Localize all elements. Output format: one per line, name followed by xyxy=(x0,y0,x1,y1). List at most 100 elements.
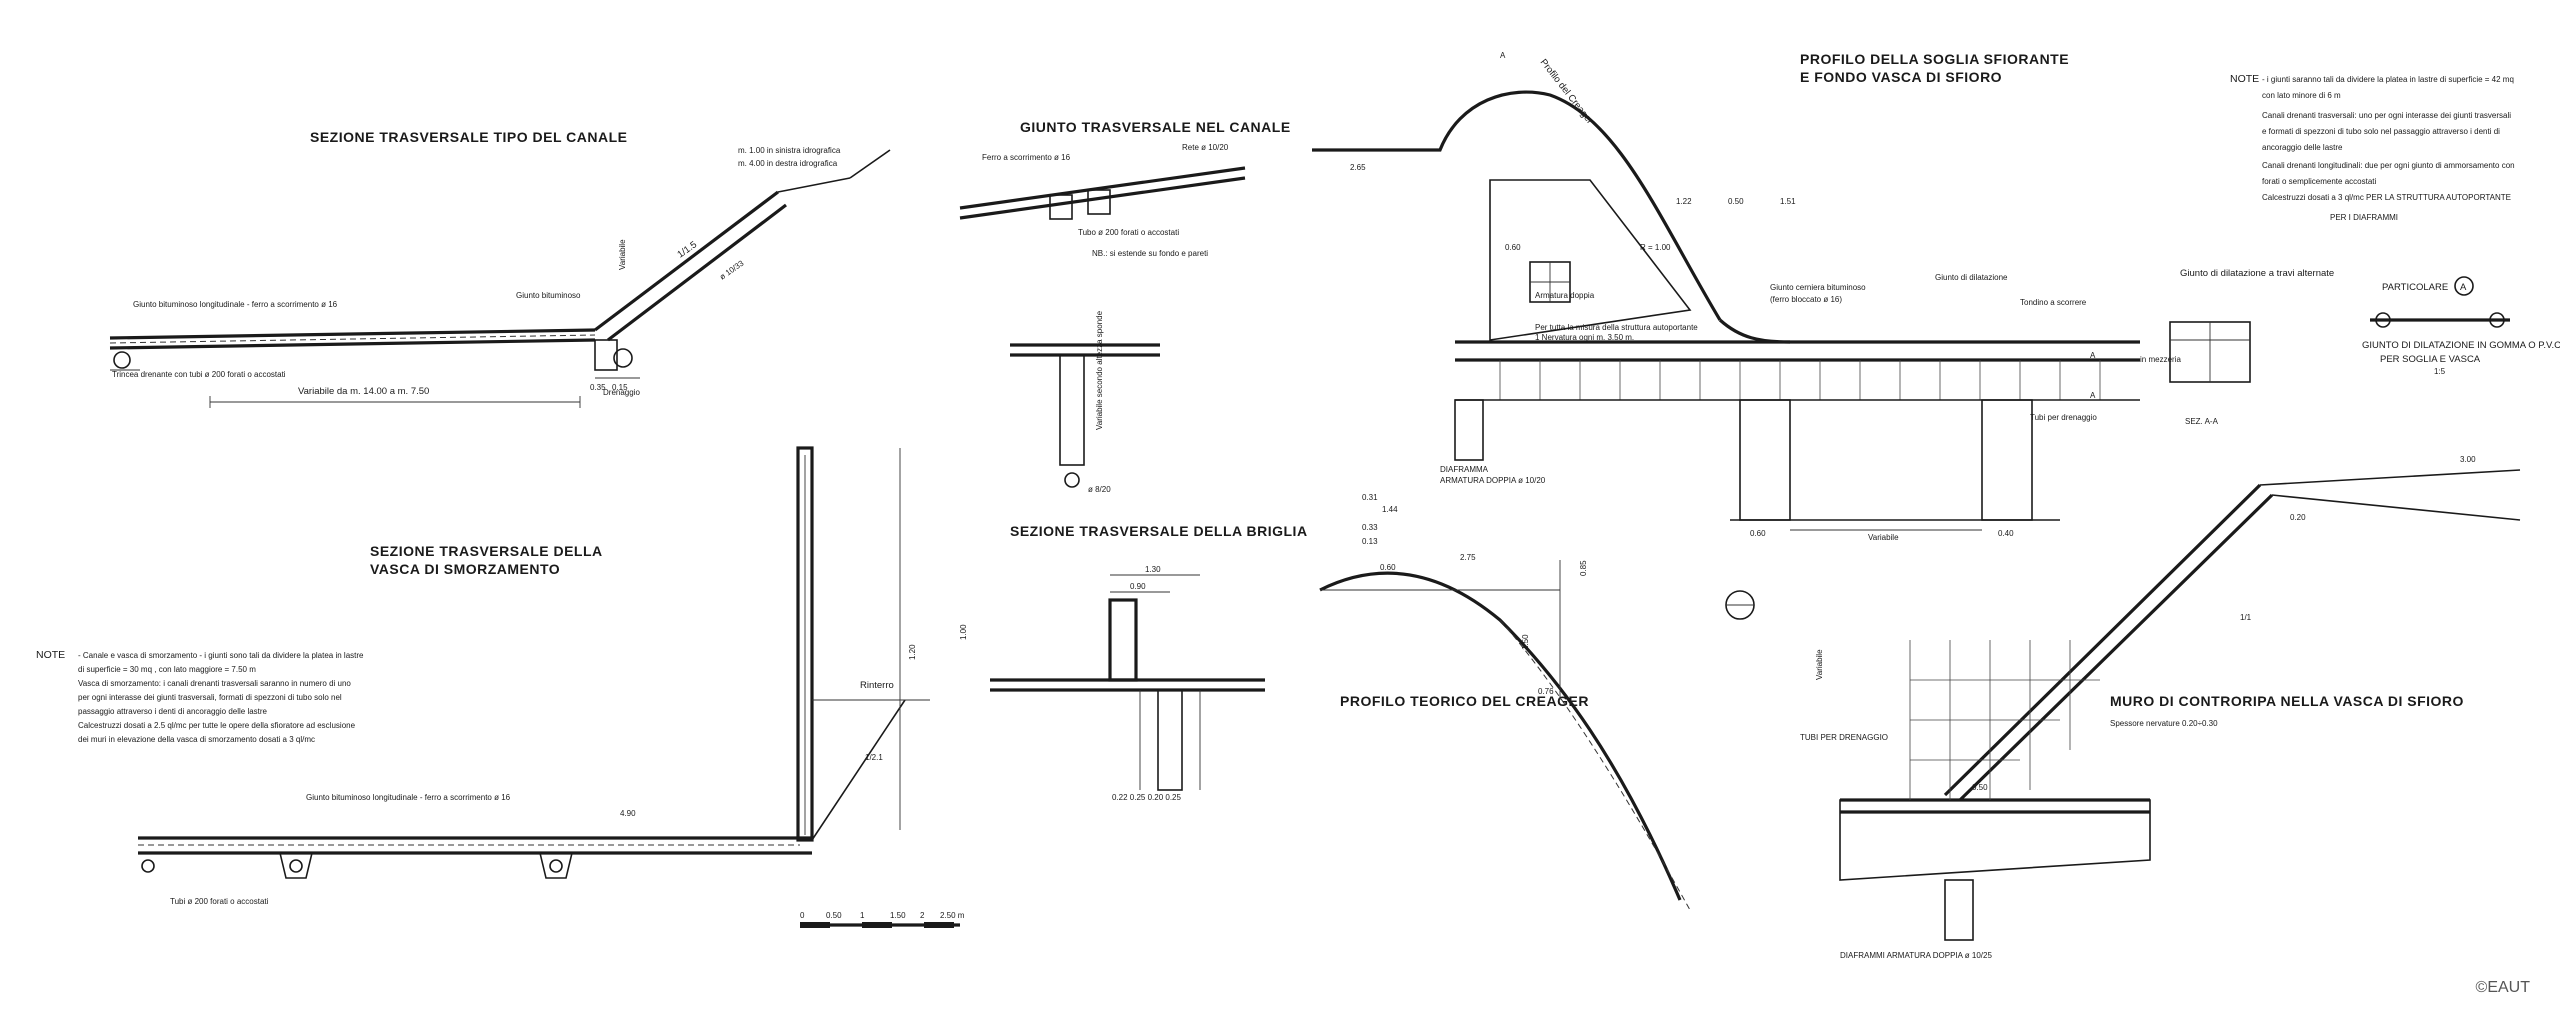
creager-dim: 0.13 xyxy=(1362,537,1378,546)
dim-1-51: 1.51 xyxy=(1780,197,1796,206)
expansion-joint-scale: 1:5 xyxy=(2434,367,2446,376)
expansion-joint-label: Giunto di dilatazione xyxy=(1935,273,2008,282)
spillway-title-2: E FONDO VASCA DI SFIORO xyxy=(1800,69,2002,85)
section-a-marker: A xyxy=(1500,51,1506,60)
counter-drain-label: TUBI PER DRENAGGIO xyxy=(1800,733,1888,742)
counter-variable-label: Variabile xyxy=(1815,649,1824,680)
rib-note-1: Per tutta la misura della struttura auto… xyxy=(1535,323,1698,332)
notes-top-line: Calcestruzzi dosati a 3 ql/mc PER LA STR… xyxy=(2262,193,2511,202)
scale-bar: 0 0.50 1 1.50 2 2.50 m xyxy=(800,911,965,928)
creager-dim: 1.50 xyxy=(1521,634,1530,650)
notes-bottom-line: Vasca di smorzamento: i canali drenanti … xyxy=(78,679,351,688)
sliding-rod-label: Ferro a scorrimento ø 16 xyxy=(982,153,1071,162)
radius-label: R = 1.00 xyxy=(1640,243,1671,252)
dim-4-90: 4.90 xyxy=(620,809,636,818)
staggered-joint-label: Giunto di dilatazione a travi alternate xyxy=(2180,268,2334,279)
bank-left-label: m. 1.00 in sinistra idrografica xyxy=(738,146,841,155)
joint-detail-ref: ø 8/20 xyxy=(1088,485,1111,494)
counter-diaphragm-label: DIAFRAMMI ARMATURA DOPPIA ø 10/25 xyxy=(1840,951,1992,960)
hinge-joint-label-1: Giunto cerniera bituminoso xyxy=(1770,283,1866,292)
weir-dim-1-30: 1.30 xyxy=(1145,565,1161,574)
expansion-joint-detail: Giunto di dilatazione a travi alternate … xyxy=(2169,268,2560,426)
notes-top-line: forati o semplicemente accostati xyxy=(2262,177,2376,186)
notes-bottom-line: dei muri in elevazione della vasca di sm… xyxy=(78,735,315,744)
spillway-title-1: PROFILO DELLA SOGLIA SFIORANTE xyxy=(1800,51,2069,67)
creager-dim: 0.31 xyxy=(1362,493,1378,502)
basin-pipes-label: Tubi ø 200 forati o accostati xyxy=(170,897,269,906)
notes-top-line: e formati di spezzoni di tubo solo nel p… xyxy=(2262,127,2500,136)
basin-title-2: VASCA DI SMORZAMENTO xyxy=(370,561,560,577)
drainage-label: Drenaggio xyxy=(603,388,640,397)
notes-bottom-prefix: NOTE xyxy=(36,649,65,661)
notes-top-line: con lato minore di 6 m xyxy=(2262,91,2341,100)
creager-axis-label: Profilo del Creager xyxy=(1538,57,1595,126)
variable-width-label-joint: Variabile secondo altezza sponde xyxy=(1095,310,1104,430)
counter-wall-section: MURO DI CONTRORIPA NELLA VASCA DI SFIORO… xyxy=(1800,455,2521,960)
scale-tick: 0 xyxy=(800,911,805,920)
weir-dim-0-90: 0.90 xyxy=(1130,582,1146,591)
sliding-rod-spillway-label: Tondino a scorrere xyxy=(2020,298,2087,307)
notes-top-line: Canali drenanti trasversali: uno per ogn… xyxy=(2262,111,2511,120)
basin-joint-label: Giunto bituminoso longitudinale - ferro … xyxy=(306,793,511,802)
counter-dim: 0.50 xyxy=(1972,783,1988,792)
notes-top-line: PER I DIAFRAMMI xyxy=(2330,213,2398,222)
creager-dim: 0.85 xyxy=(1579,560,1588,576)
dim-0-15: 0.15 xyxy=(612,383,628,392)
drain-pipes-label: Tubi per drenaggio xyxy=(2030,413,2097,422)
weir-dim-1-00: 1.00 xyxy=(959,624,968,640)
dim-1-20: 1.20 xyxy=(908,644,917,660)
dim-0-50: 0.50 xyxy=(1728,197,1744,206)
slope-rebar-label: ø 10/33 xyxy=(718,258,746,281)
notes-top-line: Canali drenanti longitudinali: due per o… xyxy=(2262,161,2515,170)
creager-title: PROFILO TEORICO DEL CREAGER xyxy=(1340,693,1589,709)
notes-top: NOTE - i giunti saranno tali da dividere… xyxy=(2230,73,2515,222)
dim-0-60b: 0.60 xyxy=(1750,529,1766,538)
weir-title: SEZIONE TRASVERSALE DELLA BRIGLIA xyxy=(1010,523,1308,539)
weir-section: SEZIONE TRASVERSALE DELLA BRIGLIA 1.30 0… xyxy=(959,523,1308,802)
creager-dim: 1.44 xyxy=(1382,505,1398,514)
notes-top-line: - i giunti saranno tali da dividere la p… xyxy=(2262,75,2514,84)
pipe-label: Tubo ø 200 forati o accostati xyxy=(1078,228,1179,237)
creager-theoretical-profile: PROFILO TEORICO DEL CREAGER 0.60 0.31 0.… xyxy=(1319,493,1755,911)
spillway-variable-label: Variabile xyxy=(1868,533,1899,542)
notes-bottom: NOTE - Canale e vasca di smorzamento - i… xyxy=(36,649,364,744)
dim-0-60: 0.60 xyxy=(1505,243,1521,252)
notes-bottom-line: per ogni interasse dei giunti trasversal… xyxy=(78,693,342,702)
variable-width-label: Variabile da m. 14.00 a m. 7.50 xyxy=(298,386,429,397)
dim-2-65: 2.65 xyxy=(1350,163,1366,172)
scale-tick: 2 xyxy=(920,911,925,920)
copyright-label: ©EAUT xyxy=(2475,979,2530,996)
scale-tick: 2.50 m xyxy=(940,911,965,920)
canal-joint-title: GIUNTO TRASVERSALE NEL CANALE xyxy=(1020,119,1291,135)
creager-dim: 0.60 xyxy=(1380,563,1396,572)
notes-top-line: ancoraggio delle lastre xyxy=(2262,143,2343,152)
scale-tick: 1.50 xyxy=(890,911,906,920)
wall-grid xyxy=(1909,640,2100,800)
creager-dim: 0.76 xyxy=(1538,687,1554,696)
expansion-joint-title-2: PER SOGLIA E VASCA xyxy=(2380,354,2481,365)
dim-0-35: 0.35 xyxy=(590,383,606,392)
slab-hatching xyxy=(1499,360,2101,400)
section-a-marker: A xyxy=(2090,391,2096,400)
mezzeria-label: in mezzeria xyxy=(2140,355,2181,364)
trench-label: Trincea drenante con tubi ø 200 forati o… xyxy=(112,370,286,379)
weir-base-dims: 0.22 0.25 0.20 0.25 xyxy=(1112,793,1182,802)
slope-label: 1/1.5 xyxy=(675,239,699,260)
rib-note-2: 1 Nervatura ogni m. 3.50 m. xyxy=(1535,333,1634,342)
backfill-label: Rinterro xyxy=(860,680,894,691)
longitudinal-joint-label: Giunto bituminoso longitudinale - ferro … xyxy=(133,300,338,309)
double-rebar-label: Armatura doppia xyxy=(1535,291,1595,300)
basin-slope-label: 1/2.1 xyxy=(865,753,883,762)
spillway-profile: PROFILO DELLA SOGLIA SFIORANTE E FONDO V… xyxy=(1312,51,2181,542)
notes-bottom-line: - Canale e vasca di smorzamento - i giun… xyxy=(78,651,364,660)
stilling-basin-section: SEZIONE TRASVERSALE DELLA VASCA DI SMORZ… xyxy=(36,446,965,928)
expansion-joint-title-1: GIUNTO DI DILATAZIONE IN GOMMA O P.V.C. xyxy=(2362,340,2560,351)
creager-dim: 0.33 xyxy=(1362,523,1378,532)
variabile-label: Variabile xyxy=(618,239,627,270)
section-aa-label: SEZ. A-A xyxy=(2185,417,2219,426)
section-a-marker: A xyxy=(2090,351,2096,360)
counter-slope-label: 1/1 xyxy=(2240,613,2252,622)
hinge-joint-label-2: (ferro bloccato ø 16) xyxy=(1770,295,1842,304)
counter-dim: 0.20 xyxy=(2290,513,2306,522)
